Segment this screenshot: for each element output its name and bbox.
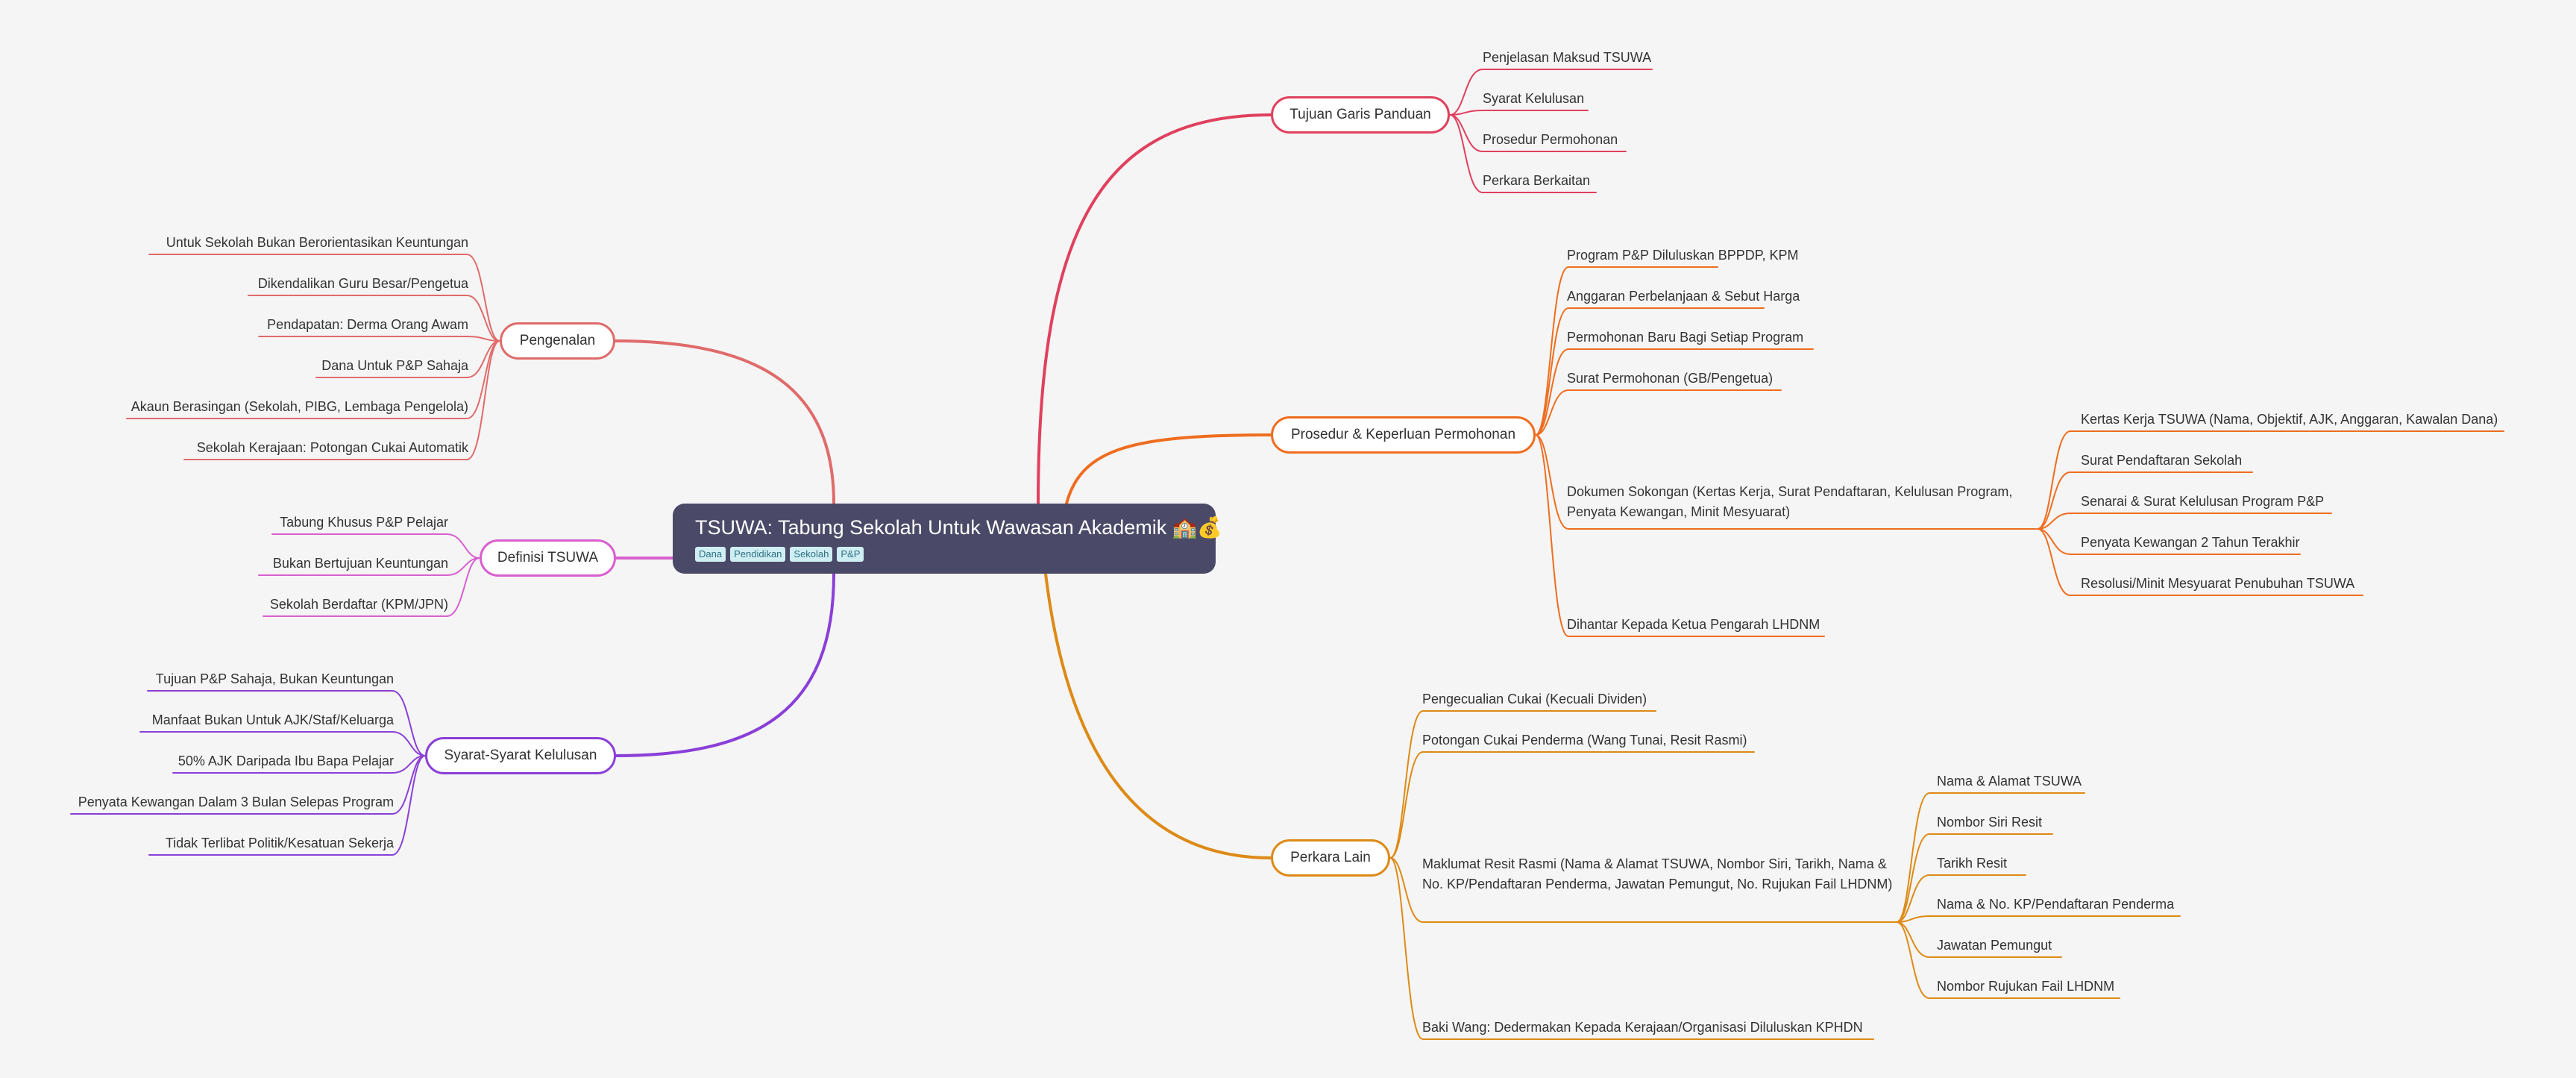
connector-dokumen-curve-0 bbox=[2037, 430, 2071, 530]
leaf-resit-4[interactable]: Nama & No. KP/Pendaftaran Penderma bbox=[1937, 897, 2175, 912]
connector-resit-curve-4 bbox=[1896, 921, 1930, 958]
root-node[interactable]: TSUWA: Tabung Sekolah Untuk Wawasan Akad… bbox=[673, 504, 1223, 574]
connector-perkara-lain-curve-0 bbox=[1389, 710, 1424, 859]
leaf-dokumen-5[interactable]: Resolusi/Minit Mesyuarat Penubuhan TSUWA bbox=[2081, 576, 2355, 591]
connector-root-pengenalan bbox=[614, 339, 835, 505]
connector-prosedur-curve-4 bbox=[1535, 434, 1569, 530]
leaf-definisi-3[interactable]: Sekolah Berdaftar (KPM/JPN) bbox=[269, 597, 448, 612]
leaf-prosedur-3[interactable]: Permohonan Baru Bagi Setiap Program bbox=[1567, 330, 1804, 345]
leaf-prosedur-6[interactable]: Dihantar Kepada Ketua Pengarah LHDNM bbox=[1567, 617, 1821, 632]
connector-pengenalan-curve-1 bbox=[466, 295, 500, 342]
connector-prosedur-curve-3 bbox=[1535, 389, 1569, 436]
connector-dokumen-curve-1 bbox=[2037, 471, 2071, 530]
connector-resit-curve-5 bbox=[1896, 921, 1930, 999]
tag[interactable]: P&P bbox=[837, 547, 864, 562]
tag[interactable]: Dana bbox=[695, 547, 726, 562]
leaf-prosedur-1[interactable]: Program P&P Diluluskan BPPDP, KPM bbox=[1567, 248, 1799, 263]
connector-prosedur-curve-1 bbox=[1535, 307, 1569, 436]
leaf-dokumen-1[interactable]: Kertas Kerja TSUWA (Nama, Objektif, AJK,… bbox=[2081, 412, 2498, 427]
leaf-syarat-4[interactable]: Penyata Kewangan Dalam 3 Bulan Selepas P… bbox=[78, 795, 394, 809]
branch-pengenalan[interactable]: Pengenalan bbox=[500, 322, 615, 360]
connector-pengenalan-curve-5 bbox=[466, 340, 500, 460]
leaf-pengenalan-6[interactable]: Sekolah Kerajaan: Potongan Cukai Automat… bbox=[196, 440, 468, 455]
connector-tujuan-curve-3 bbox=[1449, 114, 1483, 193]
connector-root-perkara-lain bbox=[1044, 572, 1272, 859]
branch-definisi[interactable]: Definisi TSUWA bbox=[480, 539, 616, 577]
leaf-resit-1[interactable]: Nama & Alamat TSUWA bbox=[1937, 774, 2082, 789]
branch-prosedur[interactable]: Prosedur & Keperluan Permohonan bbox=[1271, 416, 1536, 454]
connector-dokumen-curve-2 bbox=[2037, 513, 2071, 530]
leaf-syarat-1[interactable]: Tujuan P&P Sahaja, Bukan Keuntungan bbox=[155, 671, 394, 686]
connector-tujuan-curve-1 bbox=[1449, 110, 1483, 116]
connector-resit-curve-0 bbox=[1896, 792, 1930, 923]
branch-perkara-lain[interactable]: Perkara Lain bbox=[1271, 839, 1390, 877]
leaf-prosedur-2[interactable]: Anggaran Perbelanjaan & Sebut Harga bbox=[1567, 289, 1800, 304]
leaf-lain-2[interactable]: Potongan Cukai Penderma (Wang Tunai, Res… bbox=[1422, 733, 1747, 748]
connector-pengenalan-curve-3 bbox=[466, 340, 500, 378]
leaf-pengenalan-4[interactable]: Dana Untuk P&P Sahaja bbox=[321, 358, 468, 373]
leaf-syarat-3[interactable]: 50% AJK Daripada Ibu Bapa Pelajar bbox=[178, 753, 394, 768]
leaf-resit-2[interactable]: Nombor Siri Resit bbox=[1937, 815, 2043, 830]
leaf-definisi-2[interactable]: Bukan Bertujuan Keuntungan bbox=[272, 556, 448, 571]
connector-resit-curve-2 bbox=[1896, 874, 1930, 923]
leaf-tujuan-2[interactable]: Syarat Kelulusan bbox=[1483, 91, 1585, 106]
connector-dokumen-curve-4 bbox=[2037, 528, 2071, 596]
leaf-pengenalan-5[interactable]: Akaun Berasingan (Sekolah, PIBG, Lembaga… bbox=[131, 399, 468, 414]
leaf-resit-5[interactable]: Jawatan Pemungut bbox=[1937, 938, 2052, 953]
leaf-lain-1[interactable]: Pengecualian Cukai (Kecuali Dividen) bbox=[1422, 692, 1647, 706]
leaf-resit-6[interactable]: Nombor Rujukan Fail LHDNM bbox=[1937, 979, 2115, 994]
tag[interactable]: Pendidikan bbox=[730, 547, 786, 562]
connector-resit-curve-3 bbox=[1896, 915, 1930, 923]
connector-tujuan-curve-2 bbox=[1449, 114, 1483, 152]
connector-prosedur-curve-5 bbox=[1535, 434, 1569, 637]
leaf-prosedur-4[interactable]: Surat Permohonan (GB/Pengetua) bbox=[1567, 371, 1774, 386]
connector-pengenalan-curve-2 bbox=[466, 336, 500, 342]
leaf-prosedur-5[interactable]: Dokumen Sokongan (Kertas Kerja, Surat Pe… bbox=[1567, 484, 2013, 519]
leaf-tujuan-1[interactable]: Penjelasan Maksud TSUWA bbox=[1483, 50, 1652, 65]
leaf-dokumen-2[interactable]: Surat Pendaftaran Sekolah bbox=[2081, 453, 2243, 468]
connector-pengenalan-curve-0 bbox=[466, 254, 500, 342]
connector-root-prosedur bbox=[1065, 433, 1272, 505]
root-title: TSUWA: Tabung Sekolah Untuk Wawasan Akad… bbox=[695, 516, 1223, 539]
connector-syarat-curve-4 bbox=[392, 755, 426, 856]
leaf-lain-4[interactable]: Baki Wang: Dedermakan Kepada Kerajaan/Or… bbox=[1422, 1020, 1863, 1035]
connector-prosedur-curve-2 bbox=[1535, 348, 1569, 436]
leaf-syarat-5[interactable]: Tidak Terlibat Politik/Kesatuan Sekerja bbox=[165, 836, 394, 850]
leaf-pengenalan-2[interactable]: Dikendalikan Guru Besar/Pengetua bbox=[257, 276, 468, 291]
connector-root-syarat bbox=[615, 572, 835, 757]
connector-syarat-curve-0 bbox=[392, 690, 426, 756]
leaf-definisi-1[interactable]: Tabung Khusus P&P Pelajar bbox=[280, 515, 448, 530]
connector-tujuan-curve-0 bbox=[1449, 69, 1483, 116]
leaf-pengenalan-3[interactable]: Pendapatan: Derma Orang Awam bbox=[267, 317, 468, 332]
leaf-dokumen-3[interactable]: Senarai & Surat Kelulusan Program P&P bbox=[2081, 494, 2325, 509]
leaf-lain-3[interactable]: Maklumat Resit Rasmi (Nama & Alamat TSUW… bbox=[1422, 856, 1893, 891]
leaf-pengenalan-1[interactable]: Untuk Sekolah Bukan Berorientasikan Keun… bbox=[166, 235, 468, 250]
connector-root-tujuan bbox=[1037, 113, 1272, 505]
connector-perkara-lain-curve-2 bbox=[1389, 857, 1424, 923]
leaf-resit-3[interactable]: Tarikh Resit bbox=[1937, 856, 2008, 871]
connector-perkara-lain-curve-3 bbox=[1389, 857, 1424, 1040]
connector-definisi-curve-0 bbox=[446, 533, 480, 559]
connector-definisi-curve-2 bbox=[446, 557, 480, 617]
leaf-tujuan-3[interactable]: Prosedur Permohonan bbox=[1483, 132, 1618, 147]
leaf-tujuan-4[interactable]: Perkara Berkaitan bbox=[1483, 173, 1591, 188]
branch-tujuan[interactable]: Tujuan Garis Panduan bbox=[1271, 96, 1450, 134]
connector-perkara-lain-curve-1 bbox=[1389, 751, 1424, 859]
connector-resit-curve-1 bbox=[1896, 833, 1930, 923]
leaf-dokumen-4[interactable]: Penyata Kewangan 2 Tahun Terakhir bbox=[2081, 535, 2300, 550]
connector-syarat-curve-1 bbox=[392, 731, 426, 756]
root-tags: Dana Pendidikan Sekolah P&P bbox=[695, 547, 1193, 562]
tag[interactable]: Sekolah bbox=[790, 547, 833, 562]
branch-syarat[interactable]: Syarat-Syarat Kelulusan bbox=[425, 737, 616, 774]
leaf-syarat-2[interactable]: Manfaat Bukan Untuk AJK/Staf/Keluarga bbox=[151, 712, 394, 727]
